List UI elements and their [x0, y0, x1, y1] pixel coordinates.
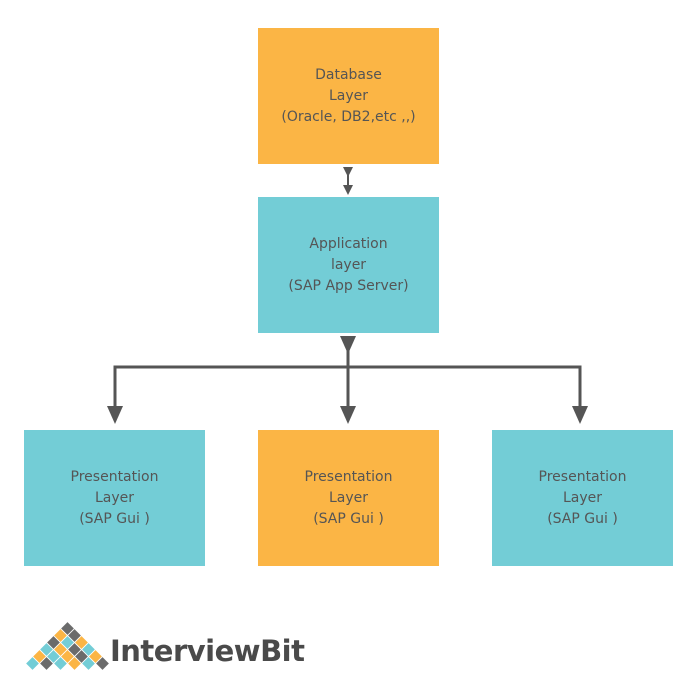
presentation-center-line1: Presentation: [304, 468, 393, 485]
edge-application-presentation-left: [107, 365, 348, 424]
presentation-layer-left-node: Presentation Layer (SAP Gui ): [24, 430, 205, 566]
presentation-right-line3: (SAP Gui ): [547, 510, 618, 527]
presentation-right-line2: Layer: [562, 489, 603, 506]
application-line2: layer: [330, 256, 367, 273]
interviewbit-logo-icon: [26, 622, 109, 670]
database-line3: (Oracle, DB2,etc ,,): [281, 108, 416, 125]
presentation-right-line1: Presentation: [538, 468, 627, 485]
presentation-layer-center-node: Presentation Layer (SAP Gui ): [258, 430, 439, 566]
logo-wordmark: InterviewBit: [110, 634, 305, 668]
database-line1: Database: [315, 66, 382, 83]
application-layer-node: Application layer (SAP App Server): [258, 197, 439, 333]
edge-application-presentation-right: [348, 365, 588, 424]
presentation-center-line2: Layer: [328, 489, 369, 506]
presentation-left-line3: (SAP Gui ): [79, 510, 150, 527]
database-line2: Layer: [328, 87, 369, 104]
presentation-layer-right-node: Presentation Layer (SAP Gui ): [492, 430, 673, 566]
application-line1: Application: [309, 235, 388, 252]
presentation-left-line1: Presentation: [70, 468, 159, 485]
presentation-left-line2: Layer: [94, 489, 135, 506]
application-line3: (SAP App Server): [288, 277, 409, 294]
database-layer-node: Database Layer (Oracle, DB2,etc ,,): [258, 28, 439, 164]
presentation-center-line3: (SAP Gui ): [313, 510, 384, 527]
